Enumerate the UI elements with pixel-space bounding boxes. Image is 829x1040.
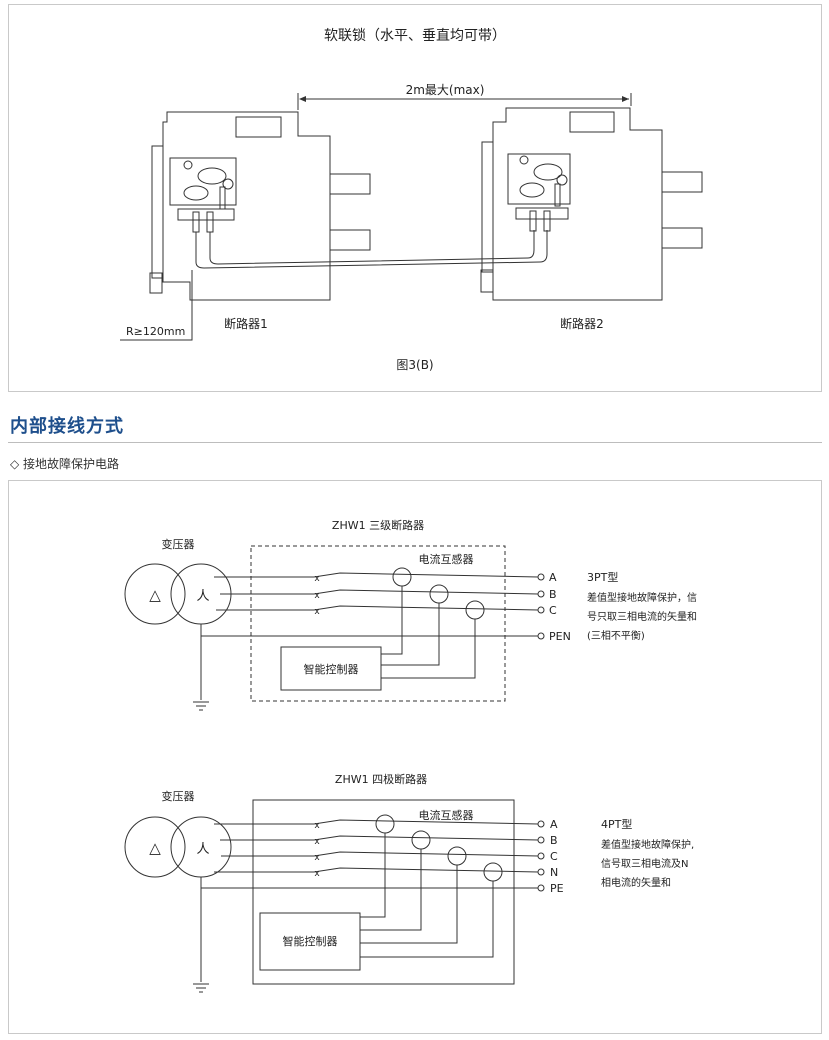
diagram4-controller-label: 智能控制器 xyxy=(283,934,338,948)
diagram3-type-desc: (三相不平衡) xyxy=(587,629,645,642)
diagram3-wiring xyxy=(193,567,545,711)
diagram4-switch-marks: x x x x xyxy=(314,821,320,879)
switch-mark: x xyxy=(314,574,320,584)
wiring-panel xyxy=(8,480,822,1034)
diagram3-delta-symbol: △ xyxy=(149,586,161,604)
diagram4-line-label-pe: PE xyxy=(550,882,564,895)
diagram3-type-desc: 号只取三相电流的矢量和 xyxy=(587,610,697,623)
diagram3-transformer xyxy=(124,563,232,625)
diagram3-controller-box xyxy=(280,646,382,691)
diagram4-type-title: 4PT型 xyxy=(601,817,632,831)
diagram3-controller-label: 智能控制器 xyxy=(304,662,359,676)
breaker-1 xyxy=(149,111,371,301)
interlock-title: 软联锁（水平、垂直均可带） xyxy=(324,27,506,44)
radius-leader xyxy=(120,270,193,341)
diagram3-type-desc: 差值型接地故障保护，信 xyxy=(587,591,697,604)
breaker2-label: 断路器2 xyxy=(560,316,604,331)
distance-dimension xyxy=(297,93,632,110)
breaker-2 xyxy=(480,107,703,301)
section-subheading: ◇ 接地故障保护电路 xyxy=(10,457,120,471)
breaker1-label: 断路器1 xyxy=(224,316,268,331)
diagram4-line-label-b: B xyxy=(550,834,558,847)
diagram4-type-desc: 差值型接地故障保护, xyxy=(601,838,694,851)
diagram4-delta-symbol: △ xyxy=(149,839,161,857)
switch-mark: x xyxy=(314,837,320,847)
diagram4-line-label-a: A xyxy=(550,818,558,831)
diagram3-line-label-b: B xyxy=(549,588,557,601)
diagram4-line-label-n: N xyxy=(550,866,558,879)
diagram4-transformer xyxy=(124,816,232,878)
diagram3-transformer-label: 变压器 xyxy=(162,537,195,551)
diagram3-line-label-pen: PEN xyxy=(549,630,571,643)
switch-mark: x xyxy=(314,821,320,831)
diagram4-wiring xyxy=(193,814,545,993)
switch-mark: x xyxy=(314,591,320,601)
switch-mark: x xyxy=(314,869,320,879)
diagram3-type-title: 3PT型 xyxy=(587,570,618,584)
diagram4-controller-box xyxy=(259,912,361,971)
section-title: 内部接线方式 xyxy=(10,416,124,437)
diagram4-transformer-label: 变压器 xyxy=(162,789,195,803)
section-divider xyxy=(8,442,822,443)
diagram4-breaker-boundary xyxy=(252,799,515,985)
diagram3-ct-label: 电流互感器 xyxy=(419,552,474,566)
switch-mark: x xyxy=(314,607,320,617)
diagram4-type-desc: 信号取三相电流及N xyxy=(601,857,688,870)
radius-label: R≥120mm xyxy=(126,325,185,338)
diagram3-breaker-boundary xyxy=(250,545,506,702)
figure-caption: 图3(B) xyxy=(396,358,433,372)
interlock-cable xyxy=(195,230,548,269)
diagram4-type-desc: 相电流的矢量和 xyxy=(601,876,671,889)
interlock-panel xyxy=(8,4,822,392)
diagram3-switch-marks: x x x xyxy=(314,574,320,617)
diagram3-title: ZHW1 三级断路器 xyxy=(332,518,424,532)
diagram3-line-label-a: A xyxy=(549,571,557,584)
distance-label: 2m最大(max) xyxy=(406,83,485,97)
diagram4-line-label-c: C xyxy=(550,850,558,863)
switch-mark: x xyxy=(314,853,320,863)
diagram3-line-label-c: C xyxy=(549,604,557,617)
diagram4-ct-label: 电流互感器 xyxy=(419,808,474,822)
diagram4-star-symbol: 人 xyxy=(196,842,209,857)
diagram4-title: ZHW1 四极断路器 xyxy=(335,772,427,786)
diagram3-star-symbol: 人 xyxy=(196,589,209,604)
